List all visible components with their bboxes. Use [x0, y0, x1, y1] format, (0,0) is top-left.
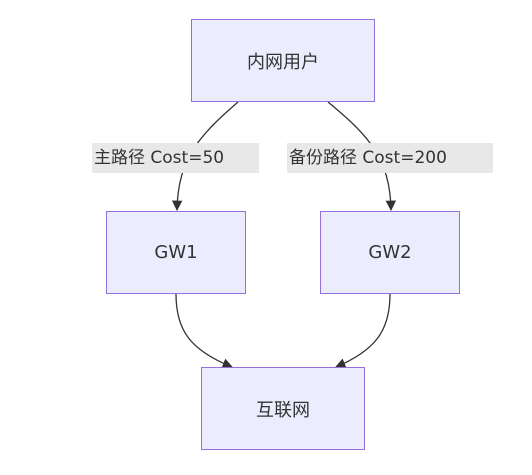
node-intranet-users-label: 内网用户	[247, 51, 319, 73]
node-gw1: GW1	[106, 211, 246, 294]
node-intranet-users: 内网用户	[191, 19, 375, 102]
edge-label-backup: 备份路径 Cost=200	[287, 143, 493, 173]
node-gw2-label: GW2	[368, 242, 412, 263]
node-gw2: GW2	[320, 211, 460, 294]
node-gw1-label: GW1	[154, 242, 198, 263]
node-internet-label: 互联网	[256, 399, 310, 421]
edge-label-primary: 主路径 Cost=50	[92, 143, 259, 173]
edge-gw2-internet	[335, 293, 391, 369]
node-internet: 互联网	[201, 367, 365, 450]
edge-gw1-internet	[175, 293, 233, 369]
